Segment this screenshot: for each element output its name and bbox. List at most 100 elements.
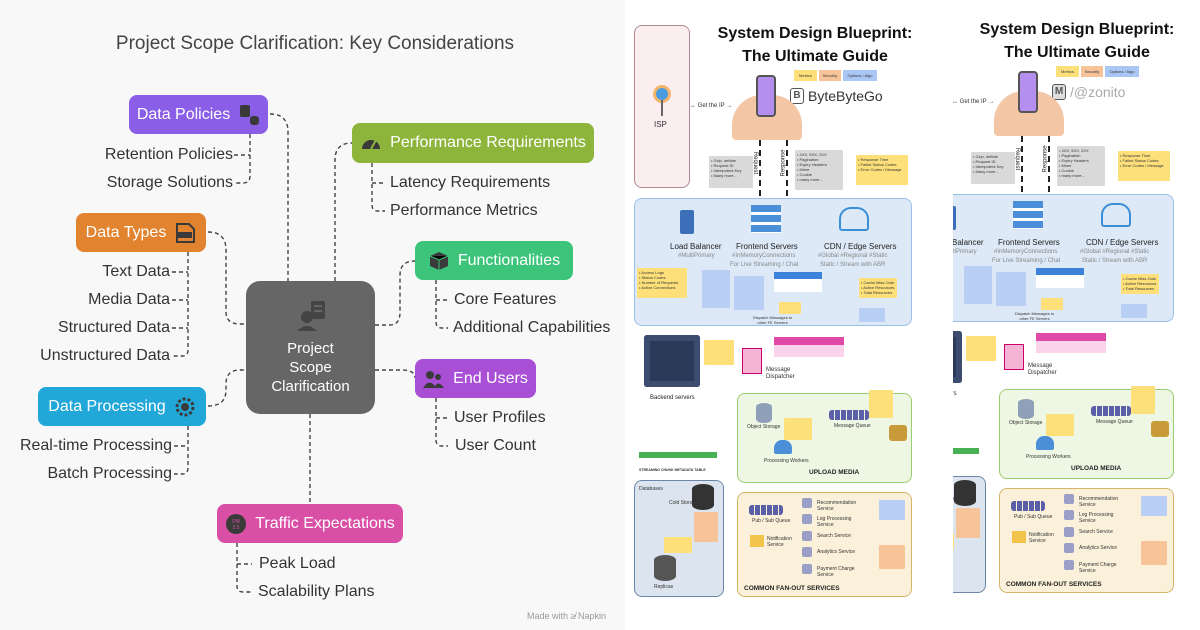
processing-workers-label: Processing Workers bbox=[764, 458, 809, 464]
leaf-structured-data: Structured Data bbox=[57, 319, 170, 336]
fe-tag1: #InMemoryConnections bbox=[732, 253, 796, 259]
service-icon bbox=[802, 564, 812, 574]
central-topic-node[interactable]: Project Scope Clarification bbox=[246, 281, 375, 414]
legend-tag-2: Options / Algo bbox=[843, 70, 877, 81]
service-icon bbox=[1064, 510, 1074, 520]
fe-tag1: #InMemoryConnections bbox=[994, 249, 1058, 255]
service-icon bbox=[802, 498, 812, 508]
service-icon bbox=[1064, 527, 1074, 537]
service-label-2: Search Service bbox=[1079, 529, 1113, 535]
node-functionalities[interactable]: Functionalities bbox=[415, 241, 573, 280]
node-data-policies[interactable]: Data Policies bbox=[129, 95, 268, 134]
node-data-types[interactable]: Data Types bbox=[76, 213, 206, 252]
object-storage-icon bbox=[756, 403, 772, 423]
notification-icon bbox=[750, 535, 764, 547]
legend-tag-0: Metrics bbox=[1056, 66, 1079, 77]
logo-text: /@zonito bbox=[1070, 84, 1126, 100]
fe-tag2: For Live Streaming / Chat bbox=[992, 258, 1061, 264]
gear-chip-icon bbox=[175, 397, 195, 416]
message-queue-label: Message Queue bbox=[1096, 419, 1133, 425]
note-line: • Cookie bbox=[1059, 168, 1074, 173]
frontend-label: Frontend Servers bbox=[998, 238, 1060, 247]
service-label-3: Analytics Service bbox=[817, 549, 856, 555]
fe-options-note bbox=[996, 272, 1026, 306]
leaf-performance-metrics: Performance Metrics bbox=[390, 202, 538, 219]
mind-map-panel: Project Scope Clarification: Key Conside… bbox=[19, 33, 611, 621]
cube-icon bbox=[429, 251, 449, 270]
leaf-peak-load: Peak Load bbox=[259, 555, 336, 572]
fanout-note-1 bbox=[879, 500, 905, 520]
note-line: • 4XX, 5XX, 2XX bbox=[797, 152, 827, 157]
replicas-label: Replicas bbox=[654, 584, 674, 590]
request-note: • Gzip, deflate• Request ID• Idempotent … bbox=[971, 152, 1015, 184]
note-line: • Mime bbox=[1059, 163, 1072, 168]
db-note-2 bbox=[953, 533, 954, 549]
note-line: • Request ID bbox=[711, 163, 734, 168]
backend-label: Backend servers bbox=[953, 391, 957, 397]
node-label: End Users bbox=[453, 369, 528, 387]
load-balancer-label: Load Balancer bbox=[953, 238, 984, 247]
lb-options-note bbox=[964, 266, 992, 304]
databases-label: Databases bbox=[639, 486, 663, 492]
cdn-tag1: #Global #Regional #Static bbox=[818, 253, 888, 259]
note-line: • Expiry Headers bbox=[1059, 158, 1089, 163]
cold-storage-label: Cold Storage bbox=[669, 500, 699, 506]
upload-note-1 bbox=[784, 418, 812, 440]
db-note-2 bbox=[664, 537, 692, 553]
napkin-credit: Made with ≱ Napkin bbox=[527, 611, 606, 621]
dispatcher-table bbox=[1036, 333, 1106, 353]
note-line: • Number of Requests bbox=[639, 280, 679, 285]
frontend-servers-icon bbox=[751, 205, 781, 233]
backend-note bbox=[704, 340, 734, 365]
blueprint-image-zonito: ISP↔ Get the IP →System Design Blueprint… bbox=[953, 0, 1200, 630]
response-label: Response bbox=[1042, 145, 1049, 173]
note-line: • Response Time bbox=[858, 157, 889, 162]
legend-tag-0: Metrics bbox=[794, 70, 817, 81]
upload-note-2 bbox=[1131, 386, 1155, 414]
node-label: Functionalities bbox=[457, 251, 561, 269]
mind-map-title: Project Scope Clarification: Key Conside… bbox=[115, 33, 515, 54]
node-end-users[interactable]: End Users bbox=[415, 359, 536, 398]
note-line: • Cookie bbox=[797, 172, 812, 177]
fanout-note-2 bbox=[1141, 541, 1167, 565]
phone-illustration bbox=[1018, 71, 1038, 113]
service-label-4: Payment Charge Service bbox=[1079, 562, 1117, 574]
message-queue-icon bbox=[829, 410, 869, 420]
get-ip-label: ↔ Get the IP → bbox=[953, 99, 995, 105]
cdn-metrics-note: • Cache Miss Outs• Active Resources• Tot… bbox=[859, 278, 897, 298]
object-storage-label: Object Storage bbox=[1009, 420, 1043, 426]
note-line: • Request ID bbox=[973, 159, 996, 164]
title-line1: System Design Blueprint: bbox=[979, 21, 1175, 38]
note-line: • Total Resources bbox=[861, 290, 893, 295]
cold-storage-icon bbox=[954, 480, 976, 506]
connector-lines bbox=[172, 113, 448, 593]
users-icon bbox=[423, 370, 445, 388]
service-icon bbox=[1064, 560, 1074, 570]
service-label-2: Search Service bbox=[817, 533, 851, 539]
logo-mark: B bbox=[790, 88, 804, 104]
note-line: • Error Codes / Message bbox=[1120, 163, 1164, 168]
cdn-label: CDN / Edge Servers bbox=[1086, 238, 1159, 247]
fanout-note-2 bbox=[879, 545, 905, 569]
note-line: • many more... bbox=[797, 177, 823, 182]
db-note-1 bbox=[956, 508, 980, 538]
request-arrow bbox=[759, 140, 761, 196]
service-label-1: Log Processing Service bbox=[817, 516, 852, 528]
get-ip-label: ↔ Get the IP → bbox=[690, 103, 733, 109]
fanout-note-1 bbox=[1141, 496, 1167, 516]
tower-icon bbox=[656, 88, 668, 100]
node-performance-requirements[interactable]: Performance Requirements bbox=[352, 123, 594, 163]
service-icon bbox=[802, 514, 812, 524]
note-line: • Failed Status Codes bbox=[1120, 158, 1159, 163]
load-balancer-icon bbox=[680, 210, 694, 234]
leaf-scalability-plans: Scalability Plans bbox=[258, 583, 375, 600]
replicas-icon bbox=[654, 555, 676, 581]
note-line: • Response Time bbox=[1120, 153, 1151, 158]
notification-label: Notification Service bbox=[1029, 532, 1054, 544]
node-data-processing[interactable]: Data Processing bbox=[38, 387, 206, 426]
construction-worker-clipboard-icon bbox=[297, 301, 325, 331]
response-note: • 4XX, 5XX, 2XX• Pagination• Expiry Head… bbox=[795, 150, 843, 190]
note-line: • Access Logs bbox=[639, 270, 664, 275]
note-line: • Pagination bbox=[1059, 153, 1081, 158]
